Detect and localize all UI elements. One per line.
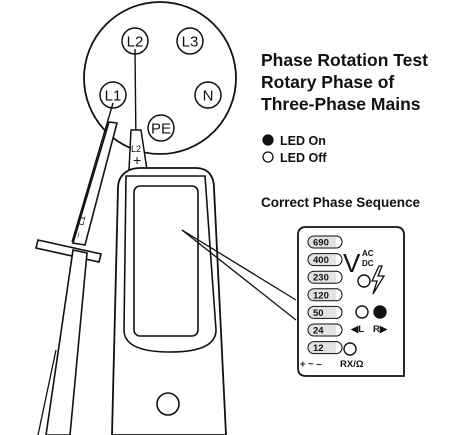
probe-left-sign: – — [72, 231, 83, 238]
panel-polarity-label: + ~ – — [300, 359, 322, 370]
legend-led-on-icon — [262, 134, 274, 146]
socket-label-l2: L2 — [127, 34, 144, 51]
probe-right-label: L2 — [131, 144, 141, 154]
legend-led-on-label: LED On — [280, 134, 326, 148]
voltage-label-230: 230 — [313, 273, 329, 284]
probe-right-sign: + — [133, 152, 141, 168]
probe-left-guard — [35, 239, 102, 263]
voltage-led-lamp-230 — [335, 270, 343, 284]
title-line-3: Three-Phase Mains — [261, 94, 421, 114]
socket-hole-l1: L1 — [99, 81, 127, 109]
panel-v-symbol: V — [343, 248, 361, 278]
voltage-led-lamp-12 — [335, 341, 343, 355]
legend-led-off-label: LED Off — [280, 151, 327, 165]
voltage-led-lamp-400 — [335, 253, 343, 267]
socket-label-n: N — [203, 88, 214, 105]
voltage-label-24: 24 — [313, 326, 324, 337]
socket-hole-l2: L2 — [121, 27, 149, 55]
zoomed-panel: 690 400 230 120 50 24 12 V AC DC ◀L R▶ + ~ – R… — [297, 226, 405, 377]
probe-left-label: L1 — [75, 214, 87, 226]
title-line-1: Phase Rotation Test — [261, 50, 428, 70]
panel-right-rotation-label: R▶ — [373, 324, 389, 335]
voltage-led-lamp-120 — [335, 288, 343, 302]
voltage-led-lamp-50 — [335, 305, 343, 319]
legend-led-off-icon — [262, 151, 274, 163]
zoom-callout-lines — [181, 229, 297, 321]
probe-right: L2 + — [128, 48, 148, 171]
socket-label-pe: PE — [151, 121, 171, 138]
voltage-led-lamp-24 — [335, 323, 343, 337]
probe-left: L1 – — [35, 102, 119, 435]
voltage-led-lamp-690 — [335, 235, 343, 249]
socket-label-l3: L3 — [182, 34, 199, 51]
probe-left-handle — [45, 249, 88, 435]
panel-left-rotation-label: ◀L — [350, 324, 364, 335]
panel-led-left-rotation — [355, 305, 369, 319]
title-line-2: Rotary Phase of — [261, 72, 394, 92]
socket-hole-pe: PE — [147, 114, 175, 142]
panel-dc-label: DC — [362, 259, 374, 268]
panel-led-right-rotation — [373, 305, 387, 319]
socket-outlet: L2 L3 L1 N PE — [83, 1, 237, 155]
panel-ac-label: AC — [362, 249, 374, 258]
panel-voltage-led — [357, 274, 371, 288]
sequence-title: Correct Phase Sequence — [261, 195, 421, 210]
socket-hole-l3: L3 — [176, 27, 204, 55]
voltage-label-400: 400 — [313, 255, 329, 266]
tester-display — [133, 185, 199, 337]
voltage-led-column: 690 400 230 120 50 24 12 — [307, 235, 343, 355]
legend: LED On LED Off — [262, 134, 327, 165]
tester-button — [156, 392, 180, 416]
socket-label-l1: L1 — [105, 88, 122, 105]
socket-hole-n: N — [194, 81, 222, 109]
title-block: Phase Rotation Test Rotary Phase of Thre… — [261, 50, 428, 114]
tester-body — [111, 167, 227, 435]
voltage-label-690: 690 — [313, 238, 329, 249]
lightning-icon — [370, 265, 386, 295]
panel-rx-label: RX/Ω — [340, 359, 364, 370]
voltage-label-50: 50 — [313, 308, 324, 319]
panel-rx-led — [343, 342, 357, 356]
voltage-label-120: 120 — [313, 290, 329, 301]
voltage-label-12: 12 — [313, 343, 324, 354]
